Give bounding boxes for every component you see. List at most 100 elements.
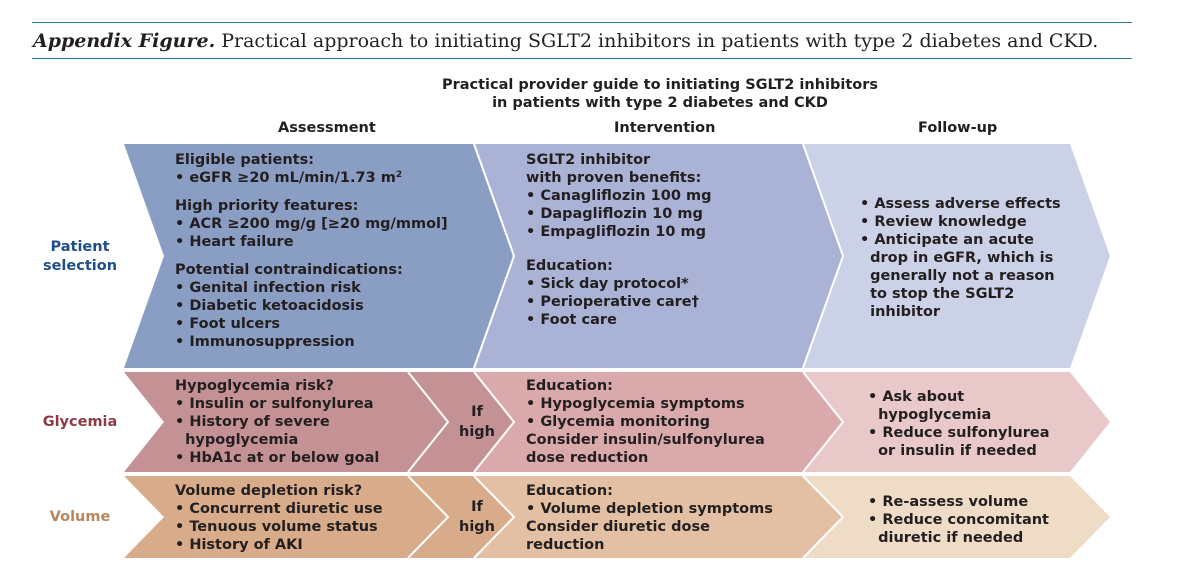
- guide-title-line-1: Practical provider guide to initiating S…: [441, 77, 879, 93]
- spacer: [526, 241, 711, 257]
- text-line: • Genital infection risk: [175, 280, 361, 296]
- if-high-line-2: high: [459, 424, 495, 440]
- patient-followup-text: • Assess adverse effects • Review knowle…: [860, 195, 1061, 321]
- patient-assessment-text: Eligible patients: • eGFR ≥20 mL/min/1.7…: [175, 151, 448, 351]
- figure-caption: Appendix Figure. Practical approach to i…: [33, 30, 1133, 52]
- text-line: Consider insulin/sulfonylurea: [526, 432, 765, 448]
- text-line: • Canagliflozin 100 mg: [526, 188, 712, 204]
- glycemia-assessment-text: Hypoglycemia risk? • Insulin or sulfonyl…: [175, 377, 379, 467]
- row-label-volume: Volume: [30, 508, 130, 527]
- glycemia-followup-text: • Ask about hypoglycemia • Reduce sulfon…: [868, 388, 1050, 460]
- text-line: • Insulin or sulfonylurea: [175, 396, 374, 412]
- text-line: Hypoglycemia risk?: [175, 378, 334, 394]
- text-line: • Foot ulcers: [175, 316, 281, 332]
- text-line: High priority features:: [175, 198, 359, 214]
- glycemia-intervention-text: Education: • Hypoglycemia symptoms • Gly…: [526, 377, 765, 467]
- volume-assessment-arrow: [124, 476, 448, 558]
- text-line: • Diabetic ketoacidosis: [175, 298, 364, 314]
- row-label-glycemia: Glycemia: [30, 413, 130, 432]
- text-line: • History of AKI: [175, 537, 303, 553]
- glycemia-followup-arrow: [803, 372, 1110, 472]
- glycemia-intervention-arrow: [474, 372, 843, 472]
- volume-bridge-arrow: [408, 476, 514, 558]
- text-line: hypoglycemia: [868, 407, 992, 423]
- text-line: hypoglycemia: [175, 432, 299, 448]
- text-line: reduction: [526, 537, 605, 553]
- volume-followup-arrow: [803, 476, 1110, 558]
- text-line: • Foot care: [526, 312, 617, 328]
- egfr-superscript: 2: [395, 170, 403, 180]
- glycemia-if-high: If high: [447, 402, 507, 442]
- text-line: generally not a reason: [860, 268, 1055, 284]
- row-label-volume-text: Volume: [49, 509, 111, 525]
- volume-assessment-text: Volume depletion risk? • Concurrent diur…: [175, 482, 383, 554]
- text-line: Potential contraindications:: [175, 262, 403, 278]
- text-line: • Reduce concomitant: [868, 512, 1049, 528]
- caption-rule: [32, 58, 1132, 59]
- text-line: • Sick day protocol*: [526, 276, 689, 292]
- patient-intervention-text: SGLT2 inhibitor with proven benefits: • …: [526, 151, 711, 329]
- if-high-line-1: If: [471, 404, 483, 420]
- text-line: Education:: [526, 378, 613, 394]
- spacer: [175, 251, 448, 261]
- text-line: to stop the SGLT2: [860, 286, 1015, 302]
- text-line: • Glycemia monitoring: [526, 414, 711, 430]
- text-line: inhibitor: [860, 304, 941, 320]
- text-line: dose reduction: [526, 450, 649, 466]
- text-line: • Hypoglycemia symptoms: [526, 396, 745, 412]
- text-line: • Volume depletion symptoms: [526, 501, 773, 517]
- volume-intervention-text: Education: • Volume depletion symptoms C…: [526, 482, 773, 554]
- volume-intervention-arrow: [474, 476, 843, 558]
- text-line: or insulin if needed: [868, 443, 1037, 459]
- text-line: • ACR ≥200 mg/g [≥20 mg/mmol]: [175, 216, 448, 232]
- text-line: Volume depletion risk?: [175, 483, 363, 499]
- text-line: Education:: [526, 258, 613, 274]
- text-line: Consider diuretic dose: [526, 519, 710, 535]
- if-high-line-2: high: [459, 519, 495, 535]
- chevron-separators: [407, 143, 845, 559]
- text-line: • eGFR ≥20 mL/min/1.73 m2: [175, 169, 448, 187]
- text-line: • Concurrent diuretic use: [175, 501, 383, 517]
- figure-caption-text: Practical approach to initiating SGLT2 i…: [221, 30, 1099, 52]
- text-line: • Review knowledge: [860, 214, 1027, 230]
- row-label-patient-selection: Patient selection: [30, 238, 130, 276]
- text-line: • Dapagliflozin 10 mg: [526, 206, 703, 222]
- volume-followup-text: • Re-assess volume • Reduce concomitant …: [868, 493, 1049, 547]
- if-high-line-1: If: [471, 499, 483, 515]
- patient-followup-arrow: [803, 144, 1110, 368]
- patient-assessment-arrow: [124, 144, 514, 368]
- patient-intervention-arrow: [474, 144, 843, 368]
- text-line: with proven benefits:: [526, 170, 702, 186]
- text-line: • Anticipate an acute: [860, 232, 1034, 248]
- top-rule: [32, 22, 1132, 23]
- column-header-followup: Follow-up: [918, 120, 998, 136]
- text-line: • Tenuous volume status: [175, 519, 378, 535]
- text-line: Eligible patients:: [175, 152, 315, 168]
- row-label-patient-line-2: selection: [42, 258, 118, 274]
- text-line: • Heart failure: [175, 234, 294, 250]
- guide-title: Practical provider guide to initiating S…: [400, 77, 920, 112]
- text-line: • Empagliflozin 10 mg: [526, 224, 707, 240]
- text-line: diuretic if needed: [868, 530, 1024, 546]
- glycemia-bridge-arrow: [408, 372, 514, 472]
- column-header-intervention: Intervention: [614, 120, 716, 136]
- text-line: drop in eGFR, which is: [860, 250, 1054, 266]
- text-line: • Re-assess volume: [868, 494, 1029, 510]
- volume-if-high: If high: [447, 497, 507, 537]
- row-label-glycemia-text: Glycemia: [42, 414, 118, 430]
- text-line: • Immunosuppression: [175, 334, 355, 350]
- text-line: • History of severe: [175, 414, 330, 430]
- figure-label: Appendix Figure.: [33, 30, 216, 52]
- text-line: • Assess adverse effects: [860, 196, 1061, 212]
- column-header-assessment: Assessment: [278, 120, 376, 136]
- text-line: Education:: [526, 483, 613, 499]
- guide-title-line-2: in patients with type 2 diabetes and CKD: [492, 94, 828, 111]
- spacer: [175, 187, 448, 197]
- text-line: SGLT2 inhibitor: [526, 152, 651, 168]
- row-label-patient-line-1: Patient: [50, 239, 110, 255]
- glycemia-assessment-arrow: [124, 372, 448, 472]
- text-line: • HbA1c at or below goal: [175, 450, 380, 466]
- text-line: • Perioperative care†: [526, 294, 699, 310]
- egfr-criterion: • eGFR ≥20 mL/min/1.73 m: [175, 170, 396, 186]
